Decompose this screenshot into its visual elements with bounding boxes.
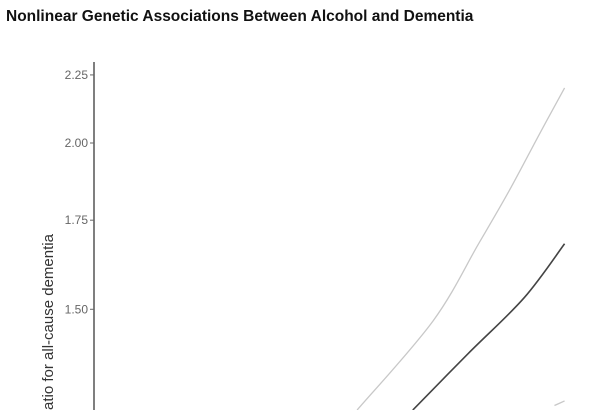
y-tick-label: 2.25: [65, 68, 89, 82]
y-axis-label: atio for all-cause dementia: [40, 233, 57, 410]
series-line-estimate: [412, 243, 566, 410]
chart-title: Nonlinear Genetic Associations Between A…: [6, 8, 474, 25]
y-tick-label: 1.50: [65, 302, 89, 316]
y-tick-label: 2.00: [65, 136, 89, 150]
series-line-upper-ci: [356, 87, 566, 410]
series-line-lower-ci: [554, 400, 565, 407]
y-tick-label: 1.75: [65, 213, 89, 227]
